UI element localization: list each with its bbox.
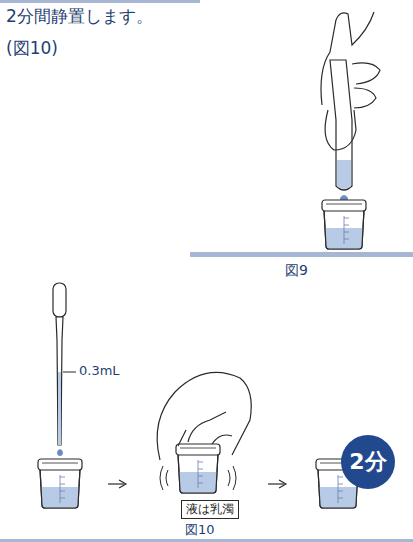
node-text: 2分 [349, 449, 386, 475]
caption-text: (図10) [6, 38, 58, 58]
caption-text: 図10 [185, 522, 215, 538]
note-box: 液は乳濁 [181, 500, 239, 519]
caption-text: 0.3mL [79, 363, 120, 379]
caption-text: 2分間静置します。 [6, 6, 153, 26]
caption-text: 図9 [285, 262, 308, 279]
time-badge: 2分 [341, 435, 395, 489]
node-text: 液は乳濁 [186, 502, 234, 516]
